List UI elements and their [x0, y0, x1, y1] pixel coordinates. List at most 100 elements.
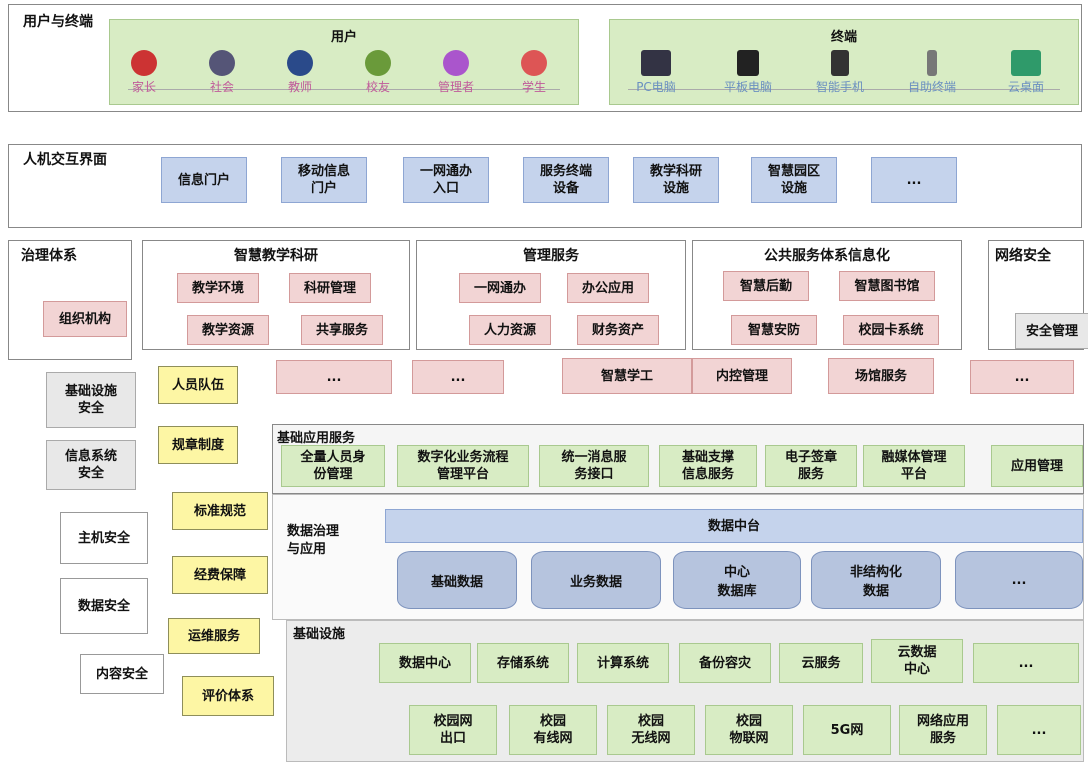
user-label: 校友	[365, 80, 390, 94]
ops-box: 运维服务	[168, 618, 260, 654]
user-manager: 管理者	[426, 50, 486, 95]
tablet-icon	[737, 50, 759, 76]
society-icon	[209, 50, 235, 76]
hci-item: 一网通办 入口	[403, 157, 489, 203]
data-gov-title: 数据治理 与应用	[287, 524, 340, 557]
teacher-icon	[287, 50, 313, 76]
basic-app-section: 基础应用服务 全量人员身 份管理 数字化业务流程 管理平台 统一消息服 务接口 …	[272, 424, 1084, 494]
teaching-item: 共享服务	[301, 315, 383, 345]
internal-control-box: 内控管理	[692, 358, 792, 394]
manager-icon	[443, 50, 469, 76]
personnel-box: 人员队伍	[158, 366, 238, 404]
infra-item: 计算系统	[577, 643, 669, 683]
management-more: ...	[412, 360, 504, 394]
standards-box: 标准规范	[172, 492, 268, 530]
terminal-tablet: 平板电脑	[708, 50, 788, 95]
hci-item: 信息门户	[161, 157, 247, 203]
infra-item: 存储系统	[477, 643, 569, 683]
pc-icon	[641, 50, 671, 76]
management-section: 管理服务 一网通办 办公应用 人力资源 财务资产	[416, 240, 686, 350]
basic-app-item: 电子签章 服务	[765, 445, 857, 487]
network-item: 校园 有线网	[509, 705, 597, 755]
management-item: 人力资源	[469, 315, 551, 345]
basic-app-item: 应用管理	[991, 445, 1083, 487]
user-student: 学生	[504, 50, 564, 95]
user-label: 教师	[287, 80, 312, 94]
teaching-item: 教学环境	[177, 273, 259, 303]
public-item: 智慧后勤	[723, 271, 809, 301]
venue-service-box: 场馆服务	[828, 358, 934, 394]
governance-title: 治理体系	[21, 248, 77, 264]
terminal-label: 云桌面	[1007, 80, 1044, 94]
network-item: 网络应用 服务	[899, 705, 987, 755]
hci-item: 移动信息 门户	[281, 157, 367, 203]
public-item: 校园卡系统	[843, 315, 939, 345]
alumni-icon	[365, 50, 391, 76]
terminal-cloud-desktop: 云桌面	[986, 50, 1066, 95]
terminals-line	[628, 88, 1060, 90]
terminals-panel: 终端 PC电脑 平板电脑 智能手机 自助终端 云桌面	[609, 19, 1079, 105]
phone-icon	[831, 50, 849, 76]
network-item: 校园 无线网	[607, 705, 695, 755]
funding-box: 经费保障	[172, 556, 268, 594]
terminal-pc: PC电脑	[616, 50, 696, 95]
management-title: 管理服务	[523, 248, 579, 264]
users-terminals-section: 用户与终端 用户 家长 社会 教师 校友 管理者 学生 终端	[8, 4, 1082, 112]
users-terminals-title: 用户与终端	[23, 14, 93, 30]
terminals-title: 终端	[830, 30, 857, 45]
smart-teaching-title: 智慧教学科研	[234, 248, 318, 264]
hci-section: 人机交互界面 信息门户 移动信息 门户 一网通办 入口 服务终端 设备 教学科研…	[8, 144, 1082, 228]
teaching-item: 科研管理	[289, 273, 371, 303]
terminal-phone: 智能手机	[800, 50, 880, 95]
user-label: 家长	[131, 80, 156, 94]
kiosk-icon	[927, 50, 937, 76]
network-security-title: 网络安全	[995, 248, 1051, 264]
terminal-label: 自助终端	[907, 80, 956, 94]
db-cylinder: 非结构化 数据	[811, 551, 941, 609]
db-cylinder: 业务数据	[531, 551, 661, 609]
network-security-section: 网络安全 安全管理	[988, 240, 1088, 350]
users-title: 用户	[330, 30, 357, 45]
infrastructure-title: 基础设施	[293, 627, 346, 642]
public-item: 智慧安防	[731, 315, 817, 345]
basic-app-title: 基础应用服务	[277, 431, 356, 446]
public-more: ...	[970, 360, 1074, 394]
user-parent: 家长	[114, 50, 174, 95]
network-item: 校园网 出口	[409, 705, 497, 755]
evaluation-box: 评价体系	[182, 676, 274, 716]
network-item: ...	[997, 705, 1081, 755]
infra-item: 云数据 中心	[871, 639, 963, 683]
host-security-box: 主机安全	[60, 512, 148, 564]
basic-app-item: 全量人员身 份管理	[281, 445, 385, 487]
management-item: 一网通办	[459, 273, 541, 303]
infra-security-box: 基础设施 安全	[46, 372, 136, 428]
hci-item: 服务终端 设备	[523, 157, 609, 203]
public-item: 智慧图书馆	[839, 271, 935, 301]
data-security-box: 数据安全	[60, 578, 148, 634]
users-line	[128, 88, 560, 90]
teaching-item: 教学资源	[187, 315, 269, 345]
user-label: 学生	[521, 80, 546, 94]
management-item: 办公应用	[567, 273, 649, 303]
student-icon	[521, 50, 547, 76]
network-item: 5G网	[803, 705, 891, 755]
public-service-title: 公共服务体系信息化	[764, 248, 890, 264]
user-teacher: 教师	[270, 50, 330, 95]
data-gov-section: 数据治理 与应用 数据中台 基础数据 业务数据 中心 数据库 非结构化 数据 .…	[272, 494, 1084, 620]
data-middle-platform: 数据中台	[385, 509, 1083, 543]
basic-app-item: 融媒体管理 平台	[863, 445, 965, 487]
user-alumni: 校友	[348, 50, 408, 95]
terminal-label: 平板电脑	[723, 80, 772, 94]
hci-item: ...	[871, 157, 957, 203]
parent-icon	[131, 50, 157, 76]
hci-item: 智慧园区 设施	[751, 157, 837, 203]
hci-title: 人机交互界面	[23, 152, 107, 168]
security-management-box: 安全管理	[1015, 313, 1088, 349]
user-label: 社会	[209, 80, 234, 94]
org-box: 组织机构	[43, 301, 127, 337]
db-cylinder: 中心 数据库	[673, 551, 801, 609]
info-system-security-box: 信息系统 安全	[46, 440, 136, 490]
governance-section: 治理体系 组织机构	[8, 240, 132, 360]
infrastructure-section: 基础设施 数据中心 存储系统 计算系统 备份容灾 云服务 云数据 中心 ... …	[286, 620, 1084, 762]
infra-item: 云服务	[779, 643, 863, 683]
